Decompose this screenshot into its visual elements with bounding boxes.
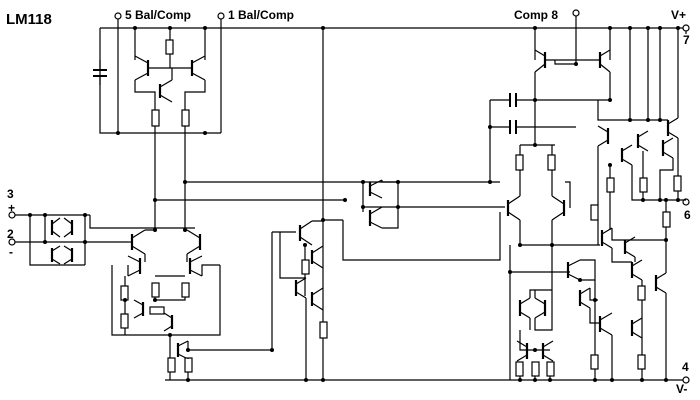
- mirror-transistor-7: [598, 312, 613, 336]
- second-stage-transistor-3: [294, 277, 307, 299]
- crossover-transistor-2: [368, 206, 383, 229]
- mirror-transistor-2: [534, 297, 547, 319]
- resistor-r7: [149, 306, 165, 315]
- crossover-pair: [343, 179, 505, 229]
- resistor-r2: [181, 109, 190, 127]
- resistor-r20: [639, 177, 648, 193]
- bias-transistor-2: [188, 255, 203, 277]
- mirror-transistor-1: [518, 297, 531, 319]
- resistor-r19: [590, 204, 599, 221]
- bias-network: [111, 232, 273, 382]
- resistor-r-load-top: [165, 39, 174, 55]
- second-stage: [153, 26, 501, 382]
- resistor-r4: [151, 282, 160, 298]
- second-stage-transistor-4: [310, 287, 324, 311]
- load-transistor-left: [134, 55, 150, 81]
- mirror-transistor-5: [566, 259, 581, 281]
- pin8-terminal[interactable]: [572, 9, 580, 17]
- pin3-sign: +: [8, 201, 15, 215]
- output-sink-2: [630, 259, 643, 281]
- input-protection-network: [15, 213, 90, 266]
- second-stage-transistor-1: [298, 220, 313, 246]
- resistor-r3: [120, 285, 129, 301]
- bottom-mirrors: [508, 245, 614, 382]
- pin4-number: 4: [682, 360, 689, 374]
- resistor-r16: [546, 361, 555, 377]
- resistor-r21: [673, 175, 682, 192]
- input-transistor-q2: [186, 229, 202, 255]
- resistor-r8: [167, 357, 176, 373]
- pin5-label: 5 Bal/Comp: [125, 8, 191, 22]
- resistor-r22: [662, 211, 671, 228]
- pin2-number: 2: [7, 227, 14, 241]
- mirror-transistor-6: [578, 287, 591, 309]
- pin7-terminal[interactable]: [682, 24, 690, 32]
- output-driver-3: [636, 130, 649, 152]
- pin6-number: 6: [684, 208, 691, 222]
- pin8-label: Comp 8: [514, 8, 558, 22]
- pin7-number: 7: [683, 33, 690, 47]
- pin3-number: 3: [7, 187, 14, 201]
- mirror-transistor-3: [516, 340, 529, 362]
- resistor-r15: [531, 361, 540, 377]
- resistor-r23: [637, 285, 646, 301]
- resistor-r11: [319, 321, 328, 339]
- input-differential-pair: [89, 150, 202, 262]
- vplus-rail: [100, 27, 687, 34]
- pin4-terminal[interactable]: [682, 376, 690, 384]
- output-pullup-transistor: [666, 117, 679, 139]
- gain-stage: [488, 16, 612, 254]
- second-stage-transistor-2: [310, 245, 324, 269]
- gain-mirror-right: [598, 49, 611, 73]
- bias-transistor-3: [133, 299, 145, 319]
- resistor-r10: [301, 259, 310, 275]
- output-pulldown-transistor: [654, 272, 667, 294]
- pin5-terminal[interactable]: [114, 12, 122, 20]
- load-transistor-right: [190, 55, 206, 81]
- gain-mirror-left: [534, 49, 547, 73]
- gain-transistor-right: [551, 195, 566, 221]
- resistor-r1: [151, 109, 160, 127]
- resistor-r24: [637, 354, 646, 370]
- bias-transistor-1: [127, 255, 142, 277]
- resistor-r6: [120, 313, 129, 329]
- output-pulldown-driver: [600, 227, 613, 249]
- input-transistor-q1: [128, 229, 146, 255]
- output-driver-4: [661, 137, 674, 159]
- pin1-label: 1 Bal/Comp: [228, 8, 294, 22]
- pin3-terminal[interactable]: [8, 211, 16, 219]
- protection-transistor-1: [50, 217, 61, 238]
- pin2-terminal[interactable]: [8, 238, 16, 246]
- protection-transistor-2: [63, 217, 74, 238]
- pin2-sign: -: [9, 245, 13, 259]
- resistor-r9: [184, 357, 193, 373]
- resistor-r13: [547, 154, 556, 171]
- output-driver-1: [597, 125, 610, 147]
- output-driver-2: [620, 144, 633, 166]
- balance-load-network: [93, 19, 222, 150]
- gain-transistor-left: [506, 195, 521, 221]
- vminus-label: V-: [676, 382, 687, 396]
- resistor-r5: [181, 282, 190, 298]
- crossover-transistor-1: [368, 179, 383, 199]
- vplus-label: V+: [671, 8, 686, 22]
- resistor-r17: [590, 354, 599, 370]
- resistor-r12: [515, 154, 524, 171]
- chip-title: LM118: [6, 11, 52, 28]
- load-transistor-center: [158, 79, 173, 103]
- mirror-transistor-4: [541, 340, 554, 362]
- output-stage: [590, 26, 686, 382]
- resistor-r18: [606, 177, 615, 193]
- resistor-r14: [515, 361, 524, 377]
- protection-transistor-4: [63, 245, 74, 265]
- bias-transistor-4: [163, 312, 174, 332]
- protection-transistor-3: [50, 245, 61, 265]
- output-sink-3: [630, 317, 643, 339]
- pin1-terminal[interactable]: [217, 12, 225, 20]
